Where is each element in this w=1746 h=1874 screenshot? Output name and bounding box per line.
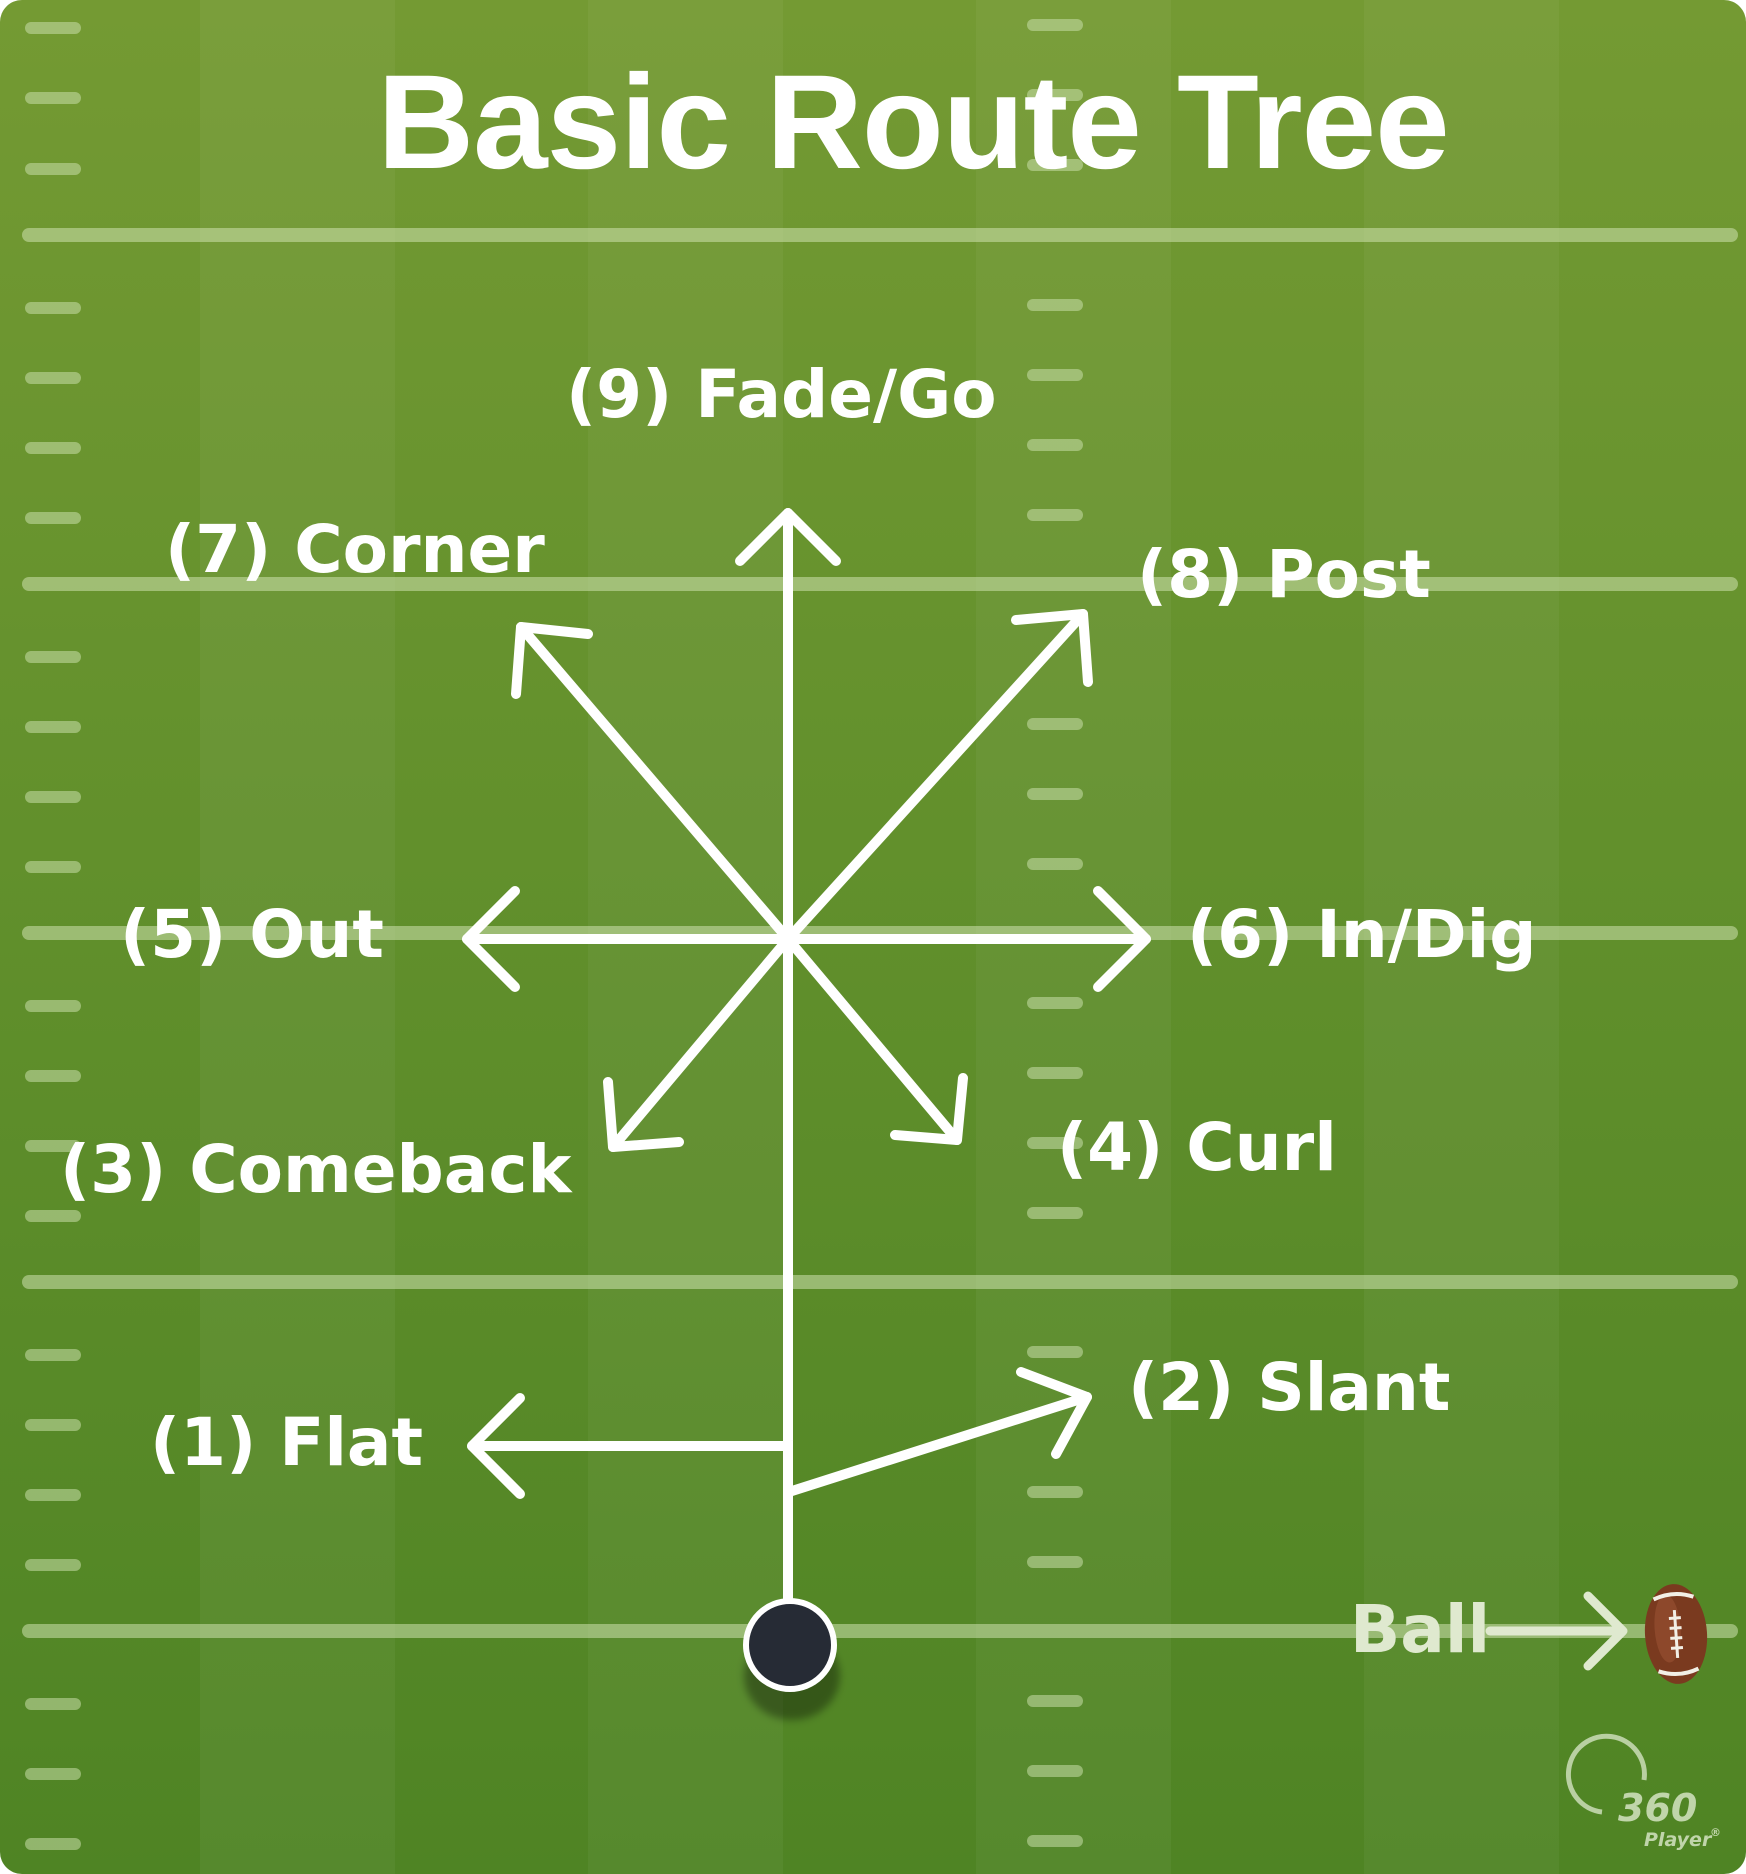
hash-mark — [25, 1419, 81, 1431]
hash-mark — [1027, 788, 1083, 800]
hash-mark — [1027, 369, 1083, 381]
hash-mark — [25, 1210, 81, 1222]
logo-word: Player — [1644, 1829, 1712, 1851]
out-label: (5) Out — [120, 896, 384, 973]
hash-mark — [25, 372, 81, 384]
slant-label: (2) Slant — [1128, 1349, 1451, 1426]
hash-mark — [25, 651, 81, 663]
fade-go-arrowhead — [735, 508, 841, 566]
diagram-title: Basic Route Tree — [377, 48, 1449, 197]
yard-line — [22, 1275, 1738, 1289]
curl-arrowhead — [890, 1073, 968, 1145]
hash-mark — [1027, 997, 1083, 1009]
hash-mark — [25, 1489, 81, 1501]
hash-mark — [25, 861, 81, 873]
yard-line — [22, 926, 1738, 940]
logo-number: 360 — [1618, 1786, 1698, 1830]
comeback-label: (3) Comeback — [60, 1131, 572, 1208]
hash-mark — [1027, 1695, 1083, 1707]
comeback-arrowhead — [603, 1077, 684, 1152]
receiver-marker — [743, 1598, 840, 1720]
post-route-line — [783, 609, 1088, 944]
curl-route-line — [783, 934, 962, 1145]
hash-mark — [25, 1768, 81, 1780]
corner-route-line — [516, 622, 793, 944]
hash-mark — [25, 791, 81, 803]
ball-label: Ball — [1350, 1591, 1491, 1668]
out-arrowhead — [462, 886, 520, 992]
hash-mark — [1027, 299, 1083, 311]
hash-mark — [25, 512, 81, 524]
post-arrowhead — [1011, 609, 1093, 687]
flat-arrowhead — [467, 1393, 525, 1499]
slant-arrowhead — [1016, 1367, 1092, 1459]
hash-mark — [25, 1140, 81, 1152]
hash-mark — [1027, 1556, 1083, 1568]
ball-pointer-arrowhead — [1583, 1591, 1628, 1671]
hash-mark — [1027, 89, 1083, 101]
curl-label: (4) Curl — [1057, 1109, 1337, 1186]
football-icon — [1644, 1584, 1708, 1684]
in-dig-arrowhead — [1093, 886, 1151, 992]
hash-mark — [25, 1000, 81, 1012]
hash-mark — [1027, 1346, 1083, 1358]
hash-mark — [25, 1349, 81, 1361]
yard-line — [22, 228, 1738, 242]
hash-mark — [25, 721, 81, 733]
hash-mark — [1027, 1765, 1083, 1777]
logo-ring-icon — [1565, 1733, 1647, 1815]
in-dig-label: (6) In/Dig — [1187, 896, 1537, 973]
hash-mark — [1027, 1486, 1083, 1498]
comeback-route-line — [608, 934, 793, 1152]
hash-mark — [1027, 1835, 1083, 1847]
hash-mark — [25, 1559, 81, 1571]
hash-mark — [25, 302, 81, 314]
hash-mark — [1027, 159, 1083, 171]
logo-registered-mark: ® — [1710, 1826, 1721, 1839]
yard-line — [22, 577, 1738, 591]
hash-mark — [1027, 858, 1083, 870]
hash-mark — [1027, 718, 1083, 730]
hash-mark — [25, 92, 81, 104]
hash-mark — [25, 1698, 81, 1710]
hash-mark — [1027, 439, 1083, 451]
hash-mark — [25, 163, 81, 175]
hash-mark — [1027, 1207, 1083, 1219]
post-label: (8) Post — [1137, 536, 1431, 613]
hash-mark — [25, 22, 81, 34]
flat-label: (1) Flat — [150, 1404, 424, 1481]
hash-mark — [1027, 19, 1083, 31]
yard-line — [22, 1624, 1738, 1638]
corner-label: (7) Corner — [165, 511, 545, 588]
hash-mark — [25, 442, 81, 454]
hash-mark — [1027, 1067, 1083, 1079]
hash-mark — [25, 1070, 81, 1082]
slant-route-line — [787, 1392, 1092, 1496]
corner-arrowhead — [511, 622, 593, 699]
hash-mark — [25, 1838, 81, 1850]
hash-mark — [1027, 509, 1083, 521]
hash-mark — [1027, 1137, 1083, 1149]
fade-go-label: (9) Fade/Go — [566, 356, 997, 433]
